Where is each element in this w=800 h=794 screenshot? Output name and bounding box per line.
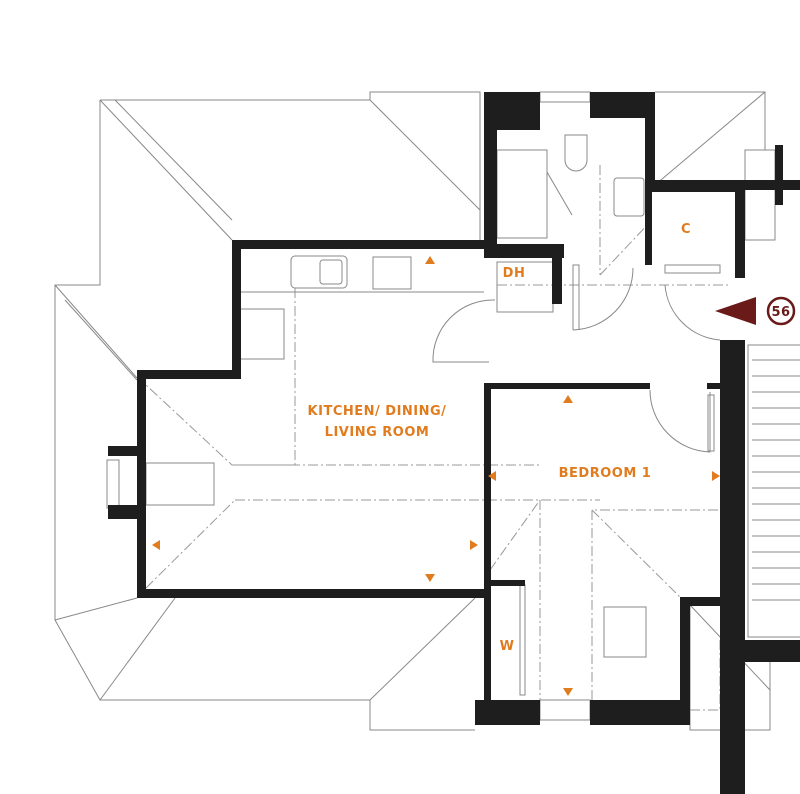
bedroom-label: BEDROOM 1 xyxy=(559,466,652,481)
window-icon xyxy=(539,699,591,721)
wardrobe-label: W xyxy=(500,639,515,654)
kitchen-label-line1: KITCHEN/ DINING/ xyxy=(308,404,447,419)
toilet-icon xyxy=(564,134,588,172)
unit-number: 56 xyxy=(771,305,790,320)
dh-label: DH xyxy=(503,266,526,281)
window-icon xyxy=(539,91,591,103)
walls xyxy=(108,92,800,794)
ceiling-lines xyxy=(145,165,730,711)
stairs xyxy=(747,344,800,638)
sink-icon xyxy=(290,255,348,289)
stair-outline xyxy=(747,344,800,638)
hob-icon xyxy=(372,256,412,290)
entrance-arrow-icon xyxy=(715,297,756,325)
appliance-icon xyxy=(239,308,285,360)
window-icon xyxy=(106,459,120,509)
dimension-arrows xyxy=(152,256,720,696)
desk-icon xyxy=(603,606,647,658)
basin-icon xyxy=(613,177,645,217)
kitchen-label-line2: LIVING ROOM xyxy=(325,425,430,440)
cupboard-label: C xyxy=(681,222,691,237)
unit-number-badge xyxy=(766,296,796,326)
